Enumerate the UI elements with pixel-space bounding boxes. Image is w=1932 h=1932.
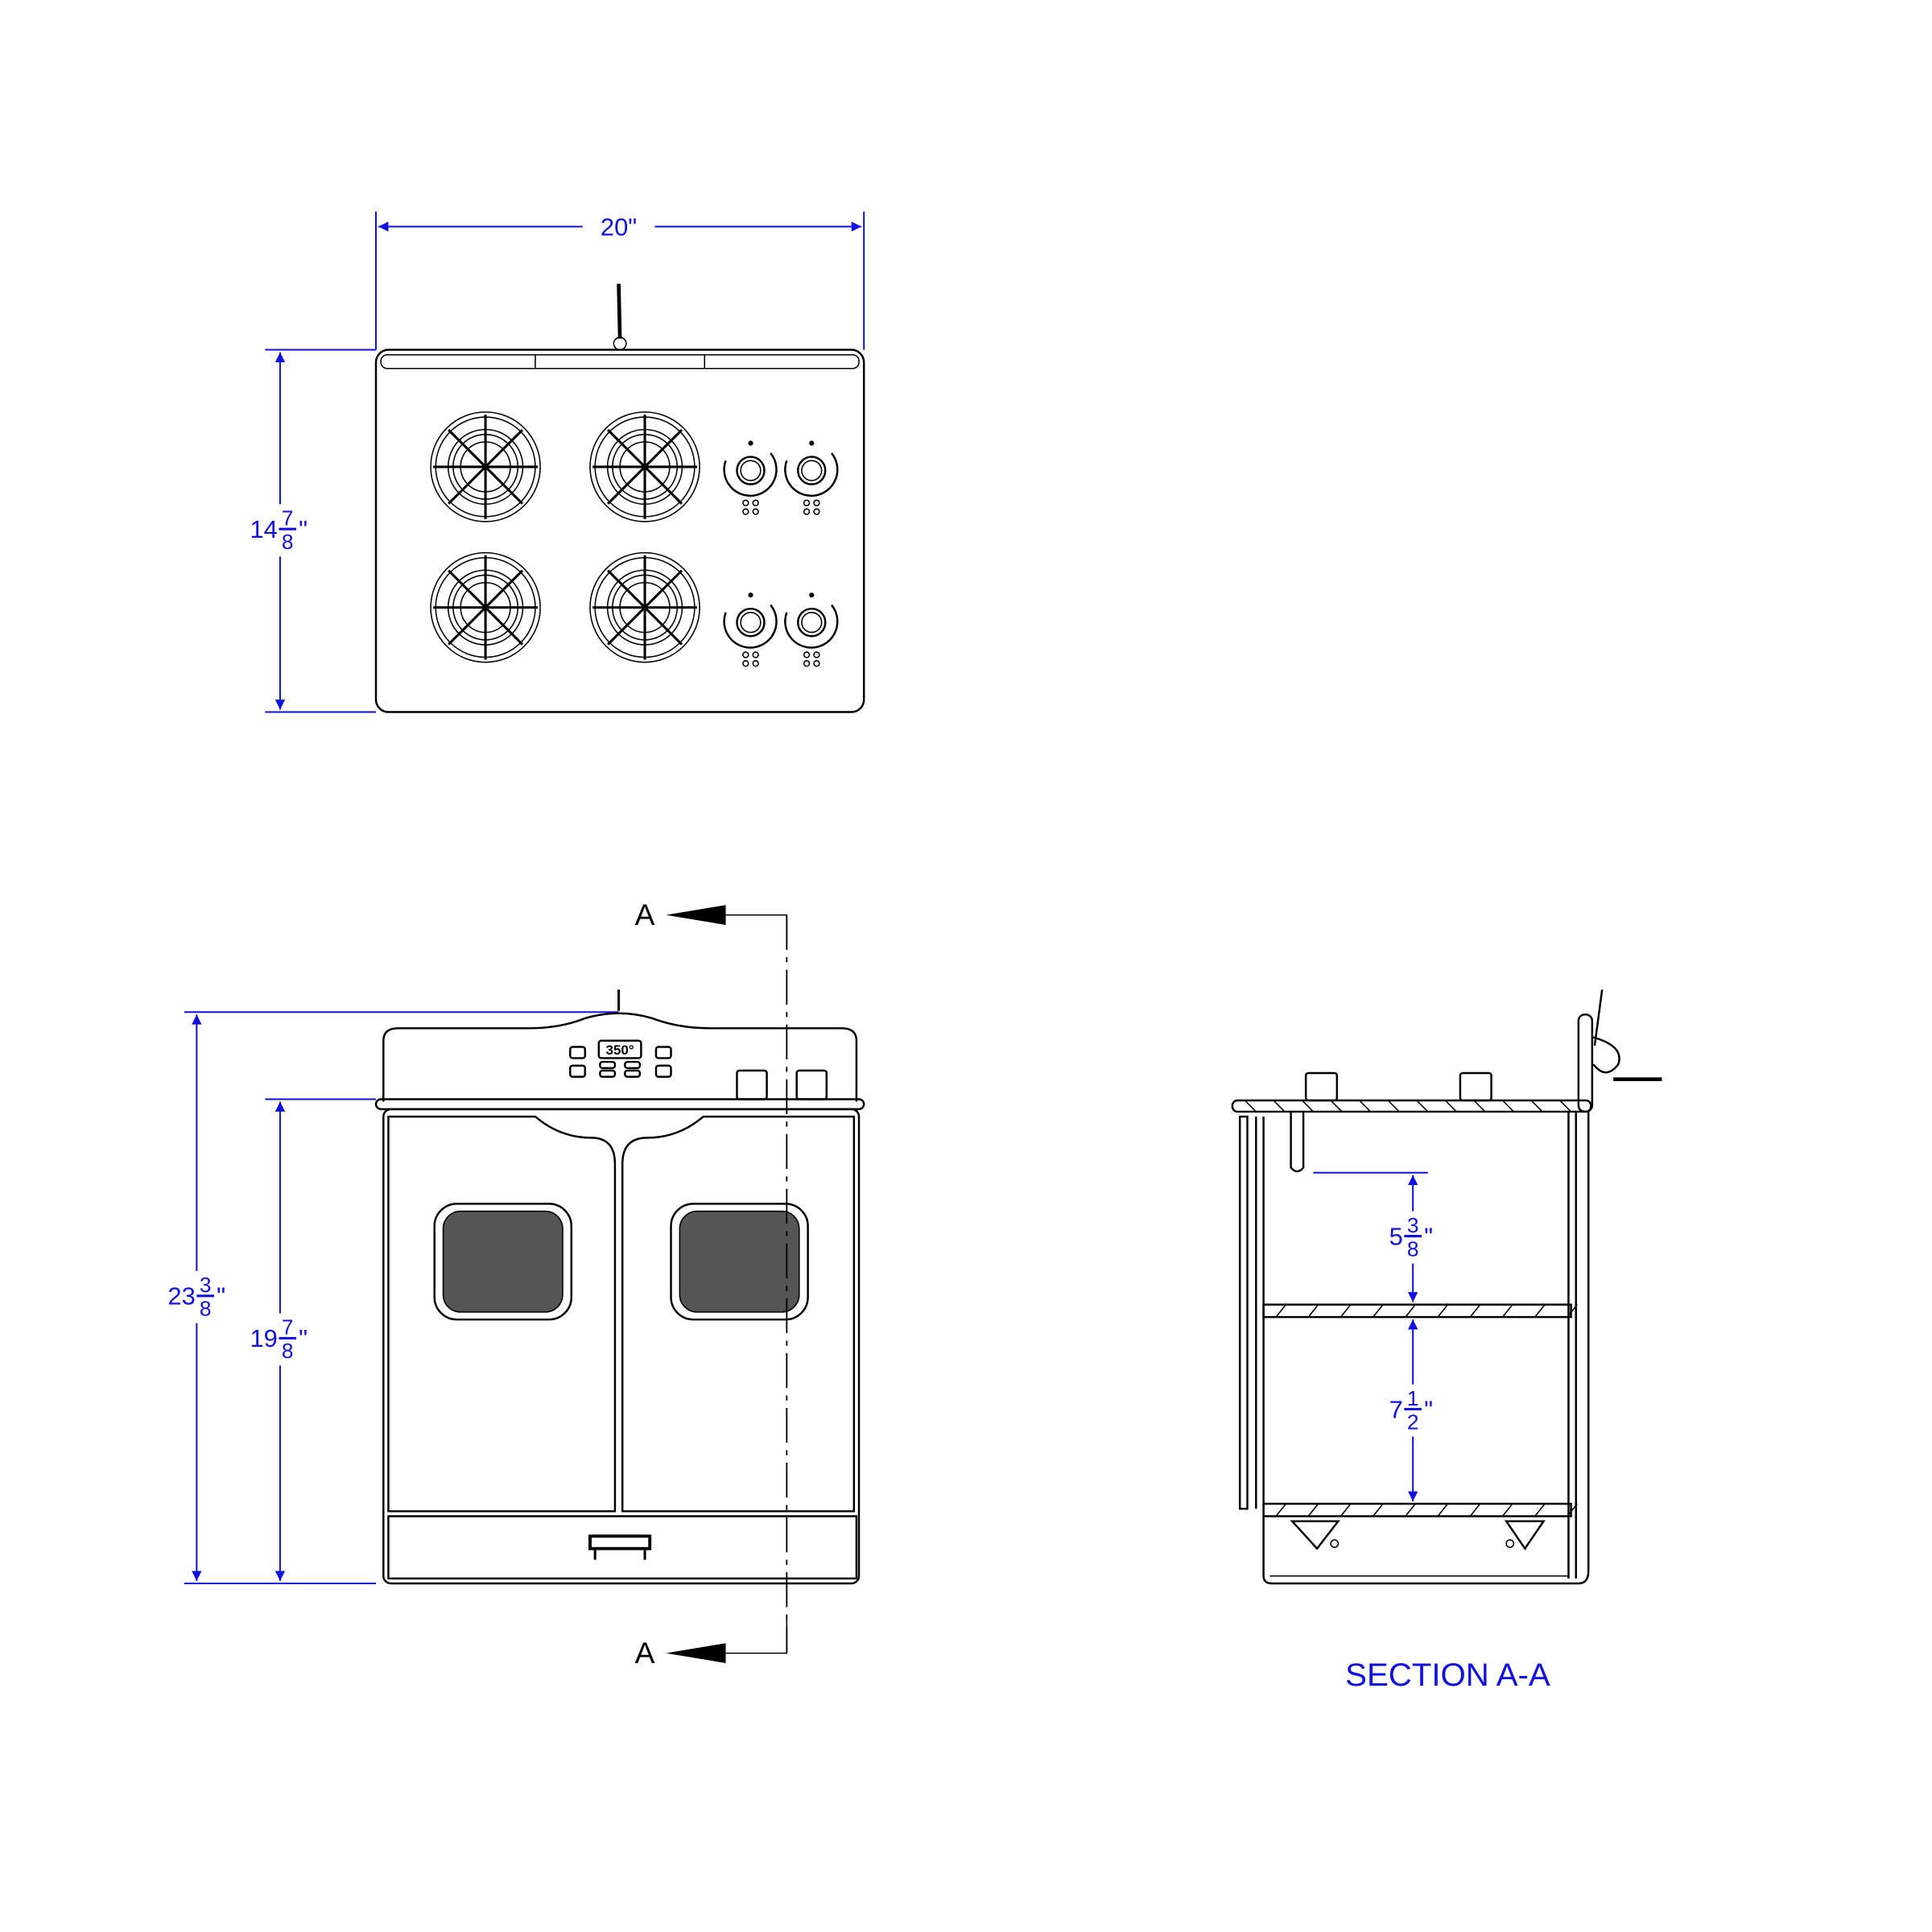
bracket-icon: [1504, 1520, 1546, 1550]
dimension-overall-height-numerator: 3: [200, 1273, 212, 1297]
dimension-lower-clearance-unit: ": [1424, 1395, 1433, 1423]
dimension-overall-height-whole: 23: [167, 1282, 195, 1311]
dimension-shelf-clearance-whole: 5: [1389, 1222, 1403, 1250]
dimension-width: 20": [375, 211, 865, 350]
front-view: 350° A A: [374, 898, 865, 1670]
left-door-grille: [433, 1203, 573, 1321]
off-button[interactable]: [654, 1064, 672, 1078]
down-button[interactable]: [569, 1064, 587, 1078]
antenna-icon: [613, 283, 627, 351]
dimension-counter-height-denominator: 8: [282, 1339, 294, 1363]
section-arrow-icon: [666, 905, 726, 925]
dimension-depth-denominator: 8: [282, 530, 294, 554]
burner-knob[interactable]: [723, 440, 778, 515]
left-door: [387, 1115, 617, 1513]
dimension-overall-height-denominator: 8: [200, 1297, 212, 1321]
drawer-handle-icon: [588, 1534, 652, 1560]
up-button[interactable]: [569, 1046, 587, 1059]
section-marker-bottom: A: [635, 1636, 655, 1670]
section-title: SECTION A-A: [1345, 1657, 1550, 1693]
back-rail: [380, 353, 860, 369]
dimension-counter-height-whole: 19: [250, 1324, 277, 1352]
bottom-panel: [1262, 1502, 1572, 1517]
back-post: [1577, 1013, 1594, 1113]
section-arrow-icon: [666, 1643, 726, 1663]
dimension-depth-unit: ": [299, 515, 308, 543]
section-marker-top: A: [635, 898, 655, 931]
dimension-lower-clearance-denominator: 2: [1407, 1410, 1419, 1434]
section-view: SECTION A-A: [1231, 989, 1662, 1693]
dimension-depth-whole: 14: [250, 515, 277, 543]
cabinet-body: [382, 1108, 861, 1585]
control-panel: [382, 1012, 858, 1102]
burner-knob[interactable]: [723, 592, 778, 667]
burner-grate-icon: [430, 551, 541, 663]
cooktop-outline: [374, 349, 865, 713]
temperature-readout: 350°: [606, 1042, 634, 1058]
width-label: 20": [601, 213, 637, 241]
burner-grate-icon: [589, 551, 700, 663]
top-view: [374, 283, 865, 713]
oven-control-display: 350°: [569, 1039, 672, 1078]
dimension-counter-height-numerator: 7: [282, 1315, 294, 1340]
dimension-depth-numerator: 7: [282, 506, 294, 530]
dimension-shelf-clearance-unit: ": [1424, 1222, 1433, 1250]
dimension-lower-clearance-numerator: 1: [1407, 1386, 1419, 1410]
dimension-shelf-clearance-denominator: 8: [1407, 1236, 1419, 1261]
burner-knob[interactable]: [784, 440, 839, 515]
bracket-icon: [1290, 1520, 1340, 1550]
front-knob: [736, 1069, 768, 1100]
shelf: [1262, 1303, 1572, 1319]
burner-grate-icon: [589, 411, 700, 522]
dimension-counter-height-unit: ": [299, 1324, 308, 1352]
burner-grate-icon: [430, 411, 541, 522]
countertop-edge: [374, 1098, 865, 1111]
front-knob: [795, 1069, 828, 1100]
bottom-drawer: [387, 1515, 858, 1580]
dimension-shelf-clearance-numerator: 3: [1407, 1213, 1419, 1237]
dimension-lower-clearance-whole: 7: [1389, 1395, 1403, 1423]
start-button[interactable]: [654, 1046, 672, 1059]
dimension-overall-height-unit: ": [217, 1282, 225, 1311]
right-door-grille: [670, 1203, 809, 1321]
burner-knob[interactable]: [784, 592, 839, 667]
section-countertop: [1231, 1099, 1592, 1113]
right-door: [621, 1115, 856, 1513]
